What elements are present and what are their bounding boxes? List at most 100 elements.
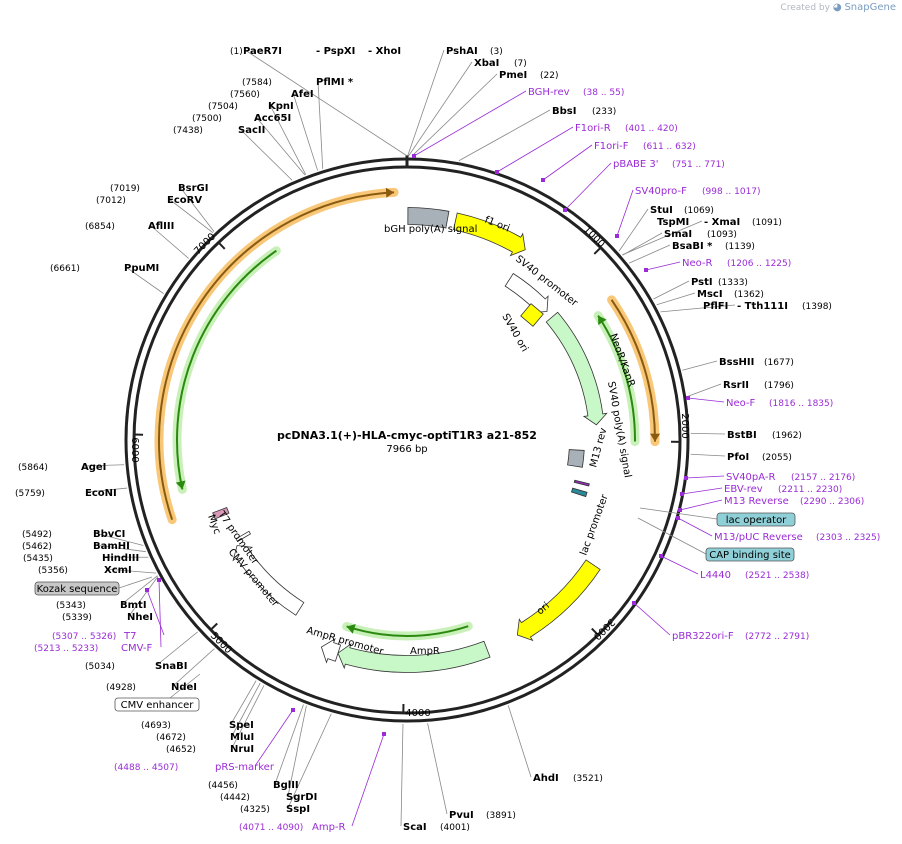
site-name-s21[interactable]: AhdI bbox=[533, 773, 559, 784]
boxed-label-b1[interactable]: lac operator bbox=[726, 515, 787, 526]
tick-label-4000: 4000 bbox=[405, 708, 430, 719]
primer-name-p15[interactable]: pRS-marker bbox=[215, 762, 275, 773]
leader-s33 bbox=[121, 575, 158, 605]
tick-mark bbox=[210, 622, 218, 631]
primer-name-p9[interactable]: EBV-rev bbox=[724, 484, 763, 495]
primer-range-p7: (1816 .. 1835) bbox=[769, 399, 833, 409]
site-name-s10[interactable]: - XmaI bbox=[704, 217, 740, 228]
site-name-s31[interactable]: SnaBI bbox=[155, 661, 187, 672]
site-name-s45[interactable]: Acc65I bbox=[254, 113, 291, 124]
site-name-s13[interactable]: PstI bbox=[691, 277, 713, 288]
site-name-s43[interactable]: BsrGI bbox=[178, 183, 208, 194]
site-name-s9[interactable]: TspMI bbox=[657, 217, 689, 228]
primer-name-p8[interactable]: SV40pA-R bbox=[726, 472, 775, 483]
feature-f14 bbox=[212, 507, 230, 520]
site-name-s3[interactable]: - XhoI bbox=[368, 46, 401, 57]
feature-f1 bbox=[407, 207, 450, 229]
site-name-s11[interactable]: SmaI bbox=[664, 229, 692, 240]
site-pos-s42: (7012) bbox=[96, 196, 126, 206]
site-pos-s8: (1069) bbox=[684, 206, 714, 216]
site-name-s44[interactable]: SacII bbox=[238, 125, 265, 136]
site-pos-s29: (4693) bbox=[141, 721, 171, 731]
site-name-s46[interactable]: KpnI bbox=[268, 101, 294, 112]
primer-mark-p16 bbox=[157, 578, 161, 582]
leader-s13 bbox=[653, 280, 690, 300]
site-name-s26[interactable]: BglII bbox=[273, 780, 299, 791]
site-pos-s11: (1093) bbox=[707, 230, 737, 240]
primer-range-p9: (2211 .. 2230) bbox=[778, 485, 842, 495]
site-name-s42[interactable]: EcoRV bbox=[167, 195, 202, 206]
primer-name-p3[interactable]: F1ori-F bbox=[594, 141, 629, 152]
site-name-s32[interactable]: NheI bbox=[127, 612, 153, 623]
primer-name-p7[interactable]: Neo-F bbox=[726, 398, 756, 409]
site-name-s27[interactable]: NruI bbox=[230, 744, 254, 755]
site-name-s41[interactable]: AflIII bbox=[148, 221, 174, 232]
primer-mark-p17 bbox=[145, 588, 149, 592]
site-name-s12[interactable]: BsaBI * bbox=[672, 241, 713, 252]
orf-arrowhead-o3 bbox=[650, 433, 661, 442]
boxed-label-b2[interactable]: CAP binding site bbox=[709, 550, 791, 561]
site-name-s20[interactable]: PfoI bbox=[727, 452, 749, 463]
leader-s18 bbox=[687, 383, 722, 397]
orf-arc-line-o2 bbox=[176, 249, 277, 490]
site-pos-s6: (22) bbox=[540, 71, 558, 81]
site-name-s33[interactable]: BmtI bbox=[120, 600, 147, 611]
primer-name-p4[interactable]: pBABE 3' bbox=[613, 159, 659, 170]
feature-f6 bbox=[567, 449, 585, 468]
site-name-s34[interactable]: XcmI bbox=[104, 565, 132, 576]
site-name-s16[interactable]: - Tth111I bbox=[737, 301, 788, 312]
leader-s6 bbox=[411, 73, 498, 157]
site-name-s40[interactable]: PpuMI bbox=[124, 263, 159, 274]
site-name-s39[interactable]: AgeI bbox=[81, 462, 106, 473]
boxed-label-b3[interactable]: Kozak sequence bbox=[37, 584, 118, 595]
site-name-s1[interactable]: PaeR7I bbox=[243, 46, 282, 57]
primer-name-p2[interactable]: F1ori-R bbox=[575, 123, 611, 134]
site-name-s23[interactable]: ScaI bbox=[403, 822, 427, 833]
primer-name-p13[interactable]: pBR322ori-F bbox=[672, 631, 734, 642]
site-name-s14[interactable]: MscI bbox=[697, 289, 723, 300]
site-name-s35[interactable]: HindIII bbox=[102, 553, 139, 564]
primer-name-p10[interactable]: M13 Reverse bbox=[724, 496, 789, 507]
site-name-s25[interactable]: SgrDI bbox=[286, 792, 317, 803]
primer-name-p12[interactable]: L4440 bbox=[700, 570, 731, 581]
site-name-s17[interactable]: BssHII bbox=[719, 357, 754, 368]
site-name-s6[interactable]: PmeI bbox=[499, 70, 527, 81]
site-pos-s17: (1677) bbox=[764, 358, 794, 368]
site-name-s38[interactable]: EcoNI bbox=[85, 488, 117, 499]
primer-leader-p17 bbox=[146, 589, 165, 636]
site-name-s37[interactable]: BbvCI bbox=[93, 529, 125, 540]
site-name-s22[interactable]: PvuI bbox=[449, 810, 474, 821]
primer-range-p5: (998 .. 1017) bbox=[702, 187, 761, 197]
feature-f5 bbox=[545, 311, 608, 426]
site-name-s18[interactable]: RsrII bbox=[723, 380, 749, 391]
site-pos-s23: (4001) bbox=[440, 823, 470, 833]
site-name-s8[interactable]: StuI bbox=[650, 205, 673, 216]
leader-s1 bbox=[244, 49, 408, 157]
primer-range-p8: (2157 .. 2176) bbox=[791, 473, 855, 483]
site-name-s47[interactable]: AfeI bbox=[291, 89, 314, 100]
primer-name-p11[interactable]: M13/pUC Reverse bbox=[714, 532, 803, 543]
site-name-s48[interactable]: PflMI * bbox=[316, 77, 354, 88]
primer-leader-p11 bbox=[677, 517, 713, 537]
site-name-s28[interactable]: MluI bbox=[230, 732, 254, 743]
primer-name-p16[interactable]: CMV-F bbox=[121, 643, 152, 654]
primer-name-p5[interactable]: SV40pro-F bbox=[635, 186, 687, 197]
site-name-s4[interactable]: PshAI bbox=[446, 46, 478, 57]
primer-name-p17[interactable]: T7 bbox=[123, 631, 136, 642]
site-pos-s47: (7560) bbox=[230, 90, 260, 100]
primer-name-p14[interactable]: Amp-R bbox=[312, 822, 346, 833]
site-name-s36[interactable]: BamHI bbox=[93, 541, 130, 552]
site-name-s2[interactable]: - PspXI bbox=[316, 46, 355, 57]
leader-s16 bbox=[660, 304, 736, 313]
site-name-s7[interactable]: BbsI bbox=[552, 106, 576, 117]
site-name-s15[interactable]: PflFI bbox=[703, 301, 728, 312]
leader-s8 bbox=[618, 208, 649, 252]
site-name-s30[interactable]: NdeI bbox=[171, 682, 197, 693]
site-name-s29[interactable]: SpeI bbox=[229, 720, 254, 731]
primer-name-p1[interactable]: BGH-rev bbox=[528, 87, 570, 98]
site-name-s24[interactable]: SspI bbox=[286, 804, 310, 815]
site-name-s19[interactable]: BstBI bbox=[727, 430, 757, 441]
boxed-label-b4[interactable]: CMV enhancer bbox=[121, 700, 195, 711]
site-name-s5[interactable]: XbaI bbox=[474, 58, 499, 69]
primer-name-p6[interactable]: Neo-R bbox=[682, 258, 713, 269]
